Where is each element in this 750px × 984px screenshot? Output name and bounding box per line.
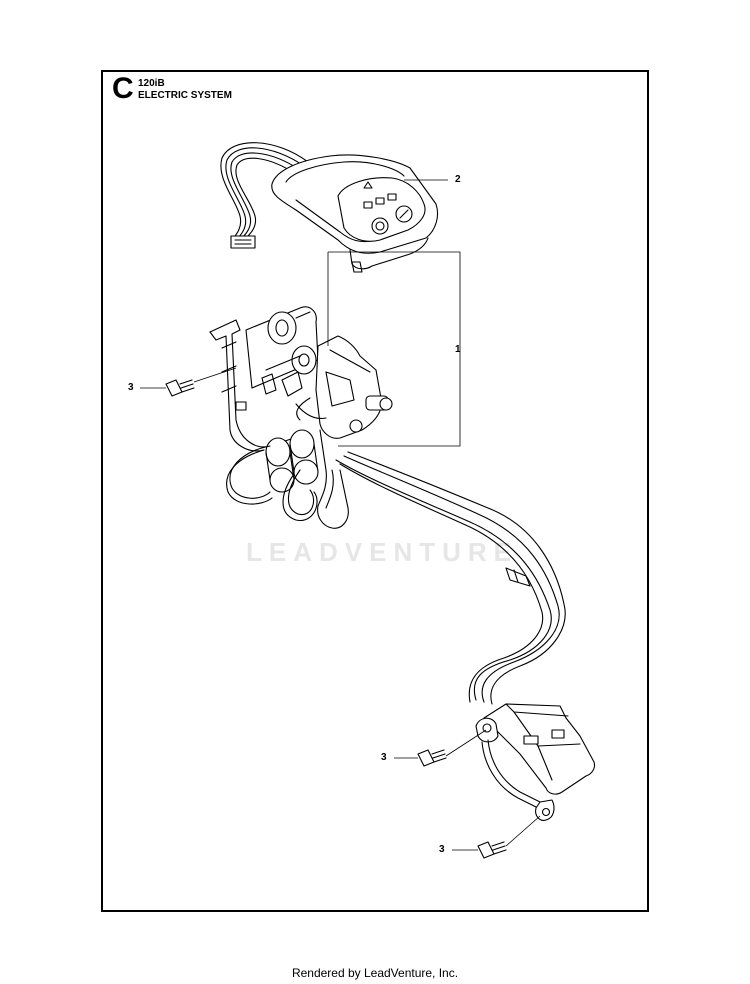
watermark-text: LEADVENTURE <box>246 537 519 567</box>
screw-c <box>477 841 507 859</box>
ribbon-connector <box>230 235 256 249</box>
callout-3-lower: 3 <box>439 844 445 855</box>
control-panel <box>271 154 439 273</box>
model-name: 120iB <box>138 78 165 89</box>
circuit-board-assembly <box>209 306 393 452</box>
screw-b <box>417 749 447 767</box>
leader-lines <box>140 179 541 851</box>
capacitors <box>265 429 319 493</box>
callout-1: 1 <box>455 344 461 355</box>
diagram-frame <box>101 70 649 912</box>
trigger-switch <box>475 703 596 821</box>
wire-harness <box>226 429 566 705</box>
section-letter: C <box>112 72 134 105</box>
ribbon-cable <box>220 142 309 241</box>
callout-3-middle: 3 <box>381 752 387 763</box>
callout-3-upper: 3 <box>128 382 134 393</box>
diagram-title: ELECTRIC SYSTEM <box>138 90 232 101</box>
footer-credit: Rendered by LeadVenture, Inc. <box>291 966 459 980</box>
screw-a <box>165 379 195 397</box>
callout-2: 2 <box>455 174 461 185</box>
